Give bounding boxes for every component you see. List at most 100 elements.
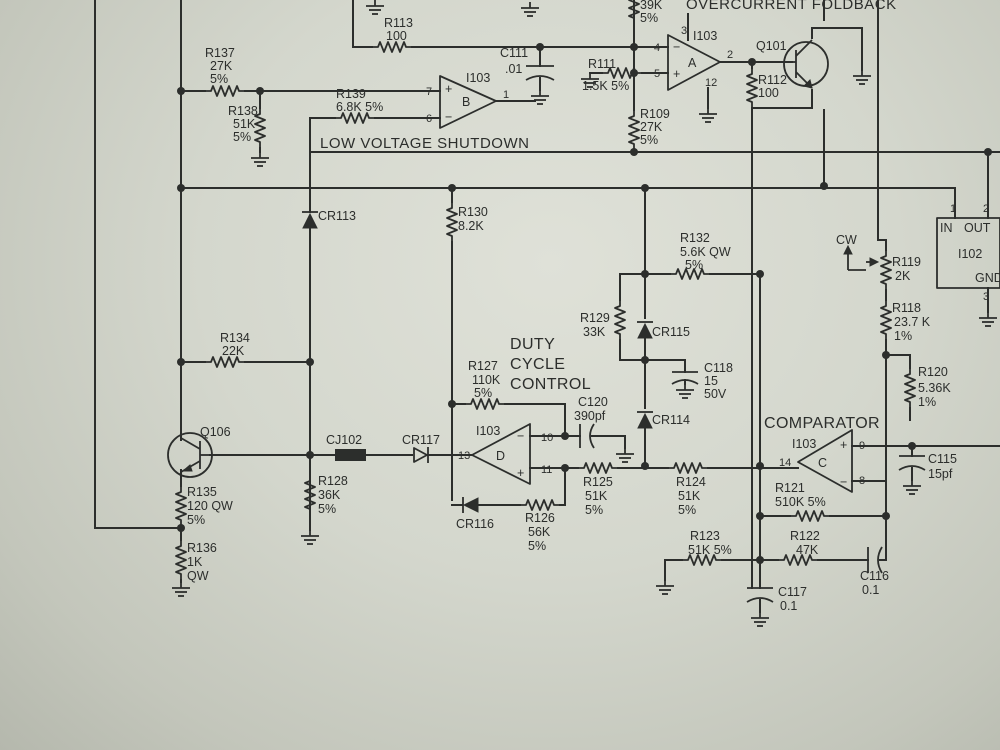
svg-text:+: + (840, 438, 847, 452)
svg-text:R136: R136 (187, 541, 217, 555)
svg-text:15pf: 15pf (928, 467, 953, 481)
svg-text:Q101: Q101 (756, 39, 787, 53)
svg-text:51K: 51K (233, 117, 256, 131)
svg-text:390pf: 390pf (574, 409, 606, 423)
svg-text:39K: 39K (640, 0, 663, 12)
svg-text:0.1: 0.1 (780, 599, 797, 613)
svg-text:.01: .01 (505, 62, 522, 76)
svg-text:8: 8 (859, 475, 865, 487)
svg-text:27K: 27K (640, 120, 663, 134)
svg-text:R134: R134 (220, 331, 250, 345)
svg-text:OUT: OUT (964, 221, 991, 235)
svg-text:51K 5%: 51K 5% (688, 543, 732, 557)
opamp-d-label: D (496, 449, 505, 463)
svg-text:6.8K 5%: 6.8K 5% (336, 100, 383, 114)
svg-text:51K: 51K (678, 489, 701, 503)
svg-text:1K: 1K (187, 555, 203, 569)
duty-title-3: CONTROL (510, 376, 591, 393)
svg-text:R130: R130 (458, 205, 488, 219)
svg-text:3: 3 (983, 291, 989, 303)
svg-text:1: 1 (950, 203, 956, 215)
svg-text:36K: 36K (318, 488, 341, 502)
low-voltage-title: LOW VOLTAGE SHUTDOWN (320, 135, 529, 152)
svg-text:1.5K 5%: 1.5K 5% (582, 79, 629, 93)
svg-text:5%: 5% (210, 72, 228, 86)
svg-text:+: + (445, 82, 452, 96)
svg-text:IN: IN (940, 221, 953, 235)
svg-text:5%: 5% (233, 130, 251, 144)
capacitor-symbols (525, 65, 926, 603)
svg-text:47K: 47K (796, 543, 819, 557)
svg-text:2: 2 (983, 203, 989, 215)
svg-text:C120: C120 (578, 395, 608, 409)
svg-text:15: 15 (704, 374, 718, 388)
svg-text:R119: R119 (892, 255, 921, 269)
svg-text:R111: R111 (588, 57, 616, 71)
svg-text:R126: R126 (525, 511, 555, 525)
comparator-title: COMPARATOR (764, 415, 880, 432)
svg-text:5%: 5% (585, 503, 603, 517)
svg-text:R125: R125 (583, 475, 613, 489)
wiring (94, 0, 1000, 613)
svg-text:CR116: CR116 (456, 517, 494, 531)
opamp-c-label: C (818, 456, 827, 470)
svg-text:QW: QW (187, 569, 209, 583)
svg-text:I103: I103 (466, 71, 490, 85)
svg-text:7: 7 (426, 86, 432, 98)
svg-text:1%: 1% (894, 329, 912, 343)
svg-text:R120: R120 (918, 365, 948, 379)
svg-text:1: 1 (503, 89, 509, 101)
svg-text:C111: C111 (500, 46, 528, 60)
svg-text:100: 100 (386, 29, 407, 43)
svg-text:GND: GND (975, 271, 1000, 285)
svg-text:−: − (445, 110, 452, 124)
opamp-c: C + − (797, 429, 853, 493)
duty-title-1: DUTY (510, 336, 555, 353)
svg-text:I102: I102 (958, 247, 982, 261)
svg-text:5%: 5% (528, 539, 546, 553)
svg-text:R139: R139 (336, 87, 366, 101)
svg-text:R135: R135 (187, 485, 217, 499)
svg-text:5: 5 (654, 68, 660, 80)
svg-text:6: 6 (426, 113, 432, 125)
svg-text:56K: 56K (528, 525, 551, 539)
svg-text:5%: 5% (678, 503, 696, 517)
svg-text:CR115: CR115 (652, 325, 690, 339)
svg-text:R129: R129 (580, 311, 610, 325)
svg-text:50V: 50V (704, 387, 727, 401)
svg-text:R127: R127 (468, 359, 498, 373)
q101-transistor (783, 39, 829, 89)
svg-text:I103: I103 (792, 437, 816, 451)
svg-text:9: 9 (859, 440, 865, 452)
svg-text:0.1: 0.1 (862, 583, 879, 597)
svg-text:1%: 1% (918, 395, 936, 409)
svg-text:5.6K QW: 5.6K QW (680, 245, 731, 259)
svg-text:C115: C115 (928, 452, 957, 466)
svg-text:R121: R121 (775, 481, 805, 495)
svg-text:11: 11 (541, 464, 552, 476)
svg-text:CJ102: CJ102 (326, 433, 362, 447)
svg-text:R123: R123 (690, 529, 720, 543)
svg-text:R137: R137 (205, 46, 235, 60)
svg-text:14: 14 (779, 457, 791, 469)
svg-text:−: − (840, 475, 847, 489)
opamp-b: B + − (439, 75, 497, 129)
svg-text:R118: R118 (892, 301, 921, 315)
svg-text:4: 4 (654, 42, 660, 54)
svg-text:110K: 110K (472, 373, 501, 387)
svg-text:33K: 33K (583, 325, 606, 339)
svg-text:51K: 51K (585, 489, 608, 503)
junction-dots (177, 43, 992, 564)
opamp-b-label: B (462, 95, 470, 109)
svg-text:R122: R122 (790, 529, 820, 543)
svg-text:13: 13 (458, 450, 470, 462)
svg-text:100: 100 (758, 86, 779, 100)
svg-text:R109: R109 (640, 107, 670, 121)
svg-text:3: 3 (681, 25, 687, 37)
svg-text:22K: 22K (222, 344, 245, 358)
svg-text:23.7 K: 23.7 K (894, 315, 931, 329)
labels: OVERCURRENT FOLDBACK LOW VOLTAGE SHUTDOW… (187, 0, 1000, 613)
svg-text:5%: 5% (187, 513, 205, 527)
svg-text:510K 5%: 510K 5% (775, 495, 826, 509)
